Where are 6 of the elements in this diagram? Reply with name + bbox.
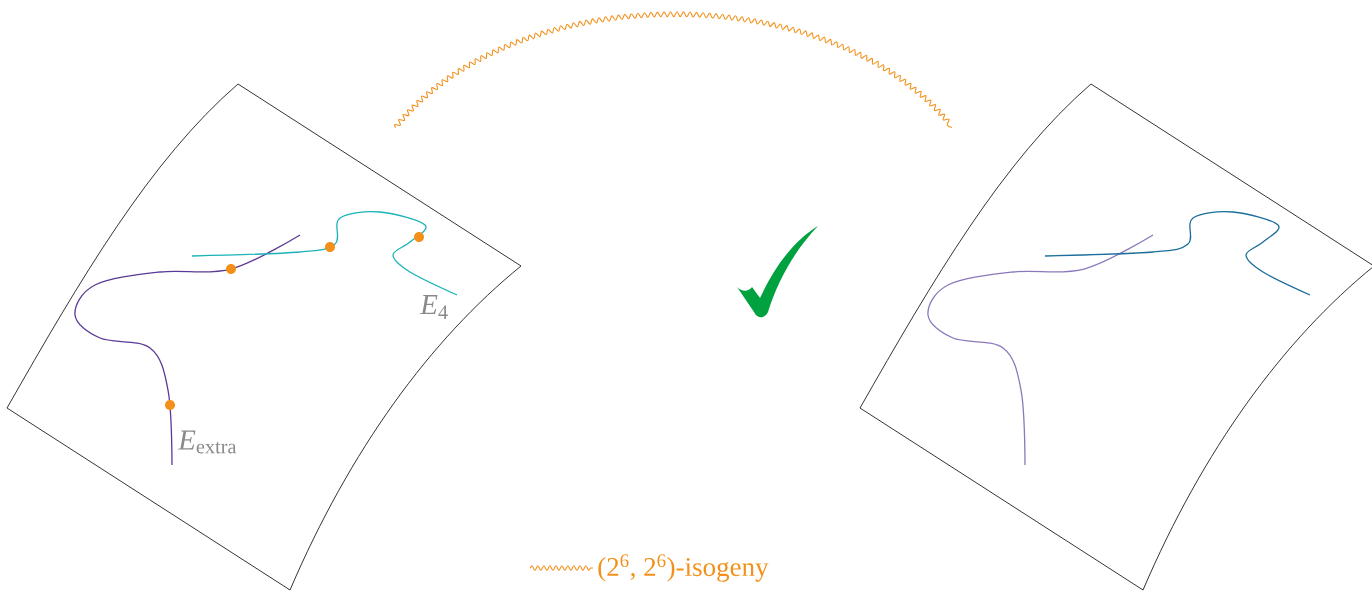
curve-label: E$_{4}$ bbox=[419, 295, 448, 319]
surface-patch bbox=[859, 83, 1372, 591]
surface-patch bbox=[6, 83, 522, 591]
wavy-arc bbox=[393, 11, 953, 129]
curve-label: E$_{extra}$ bbox=[177, 430, 237, 454]
legend-text: (2$^{6}$, 2$^{6}$)-isogeny bbox=[598, 554, 769, 582]
